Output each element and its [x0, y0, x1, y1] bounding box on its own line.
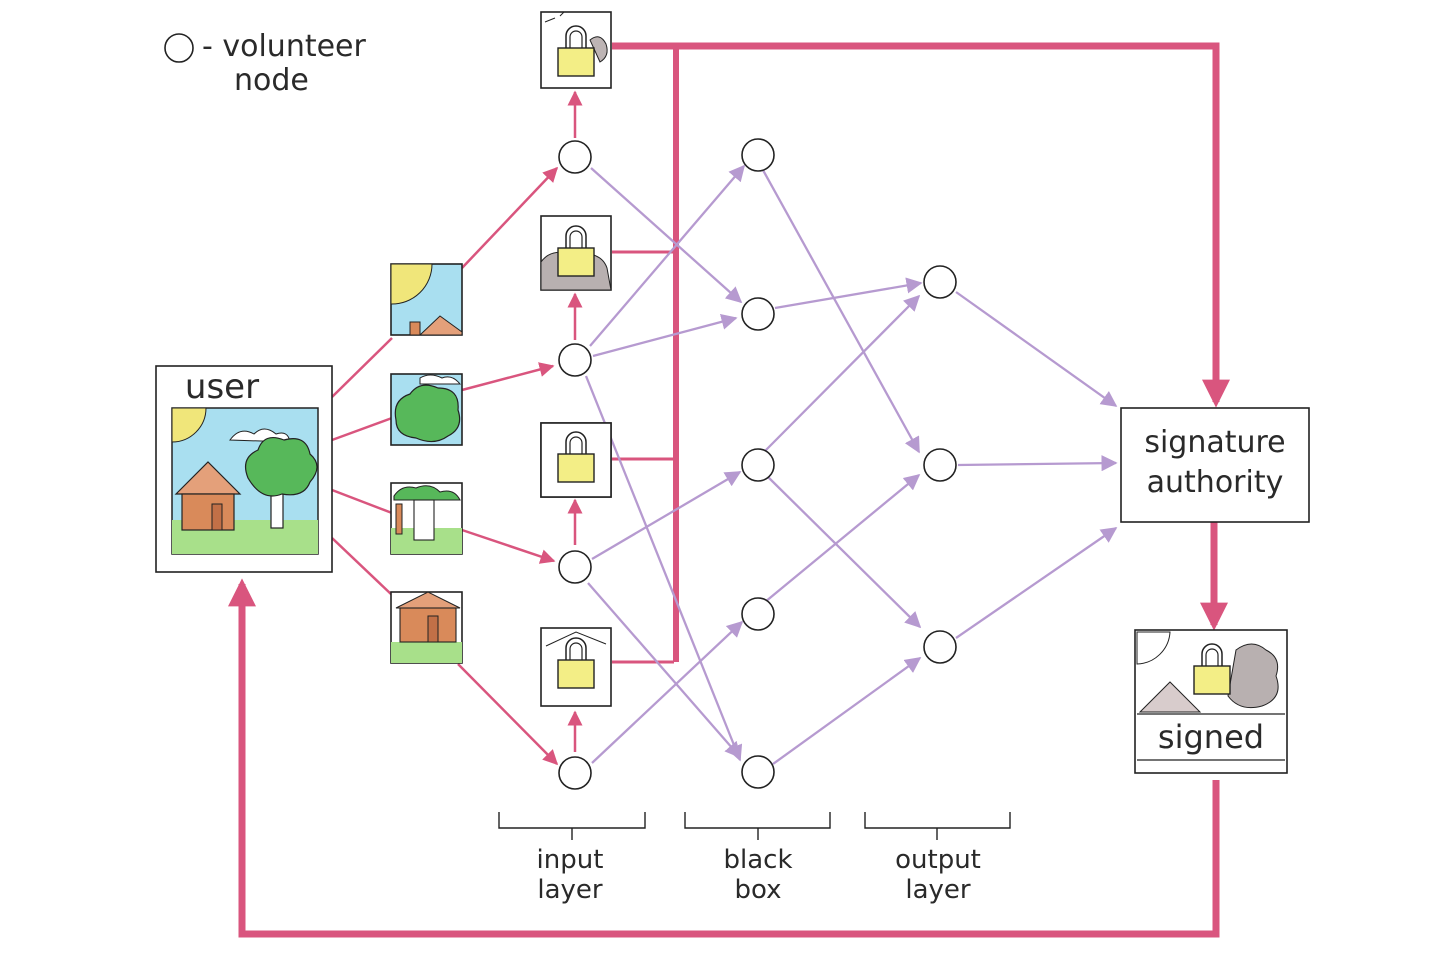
- black-box-label-line1: black: [723, 845, 792, 875]
- volunteer-node-input-1: [559, 141, 591, 173]
- network-edges: [586, 166, 1116, 764]
- volunteer-node-output-2: [924, 449, 956, 481]
- signature-authority-box: signature authority: [1121, 408, 1309, 522]
- volunteer-node-hidden-1: [742, 139, 774, 171]
- signed-label: signed: [1158, 718, 1264, 756]
- signed-box: signed: [1135, 630, 1287, 773]
- volunteer-node-input-2: [559, 344, 591, 376]
- return-path: [242, 46, 1216, 934]
- user-label: user: [185, 367, 259, 407]
- volunteer-node-output-3: [924, 631, 956, 663]
- volunteer-node-legend-icon: [165, 34, 193, 62]
- signature-authority-label-line2: authority: [1147, 465, 1284, 500]
- volunteer-node-input-4: [559, 757, 591, 789]
- output-layer-nodes: [924, 266, 956, 663]
- volunteer-node-hidden-3: [742, 449, 774, 481]
- black-box-nodes: [742, 139, 774, 788]
- volunteer-node-input-3: [559, 551, 591, 583]
- lock-connectors: [612, 252, 674, 662]
- legend-label-line2: node: [234, 63, 309, 98]
- padlock-icon: [541, 12, 611, 88]
- output-layer-label-line1: output: [895, 845, 981, 875]
- legend: - volunteer node: [165, 29, 367, 98]
- signature-authority-label-line1: signature: [1144, 425, 1285, 460]
- volunteer-node-output-1: [924, 266, 956, 298]
- volunteer-node-hidden-4: [742, 598, 774, 630]
- input-layer-label-line1: input: [537, 845, 604, 875]
- padlock-icon: [541, 628, 611, 706]
- user-box: user: [156, 366, 332, 572]
- black-box-label-line2: box: [735, 875, 782, 905]
- image-fragment-icon: [391, 483, 462, 554]
- image-fragment-icon: [391, 592, 462, 663]
- user-to-fragments: [332, 338, 392, 595]
- padlock-icon: [541, 216, 611, 290]
- output-layer-label-line2: layer: [905, 875, 971, 905]
- image-fragment-icon: [391, 264, 462, 335]
- volunteer-node-hidden-2: [742, 298, 774, 330]
- layer-brackets: [499, 812, 1010, 840]
- image-fragment-icon: [391, 374, 462, 445]
- fragment-boxes: [391, 264, 462, 663]
- legend-label-line1: - volunteer: [202, 29, 367, 64]
- input-layer-label-line2: layer: [537, 875, 603, 905]
- volunteer-node-hidden-5: [742, 756, 774, 788]
- padlock-icon: [541, 423, 611, 497]
- house-tree-sun-picture-icon: [172, 408, 318, 554]
- layer-labels: input layer black box output layer: [537, 845, 981, 905]
